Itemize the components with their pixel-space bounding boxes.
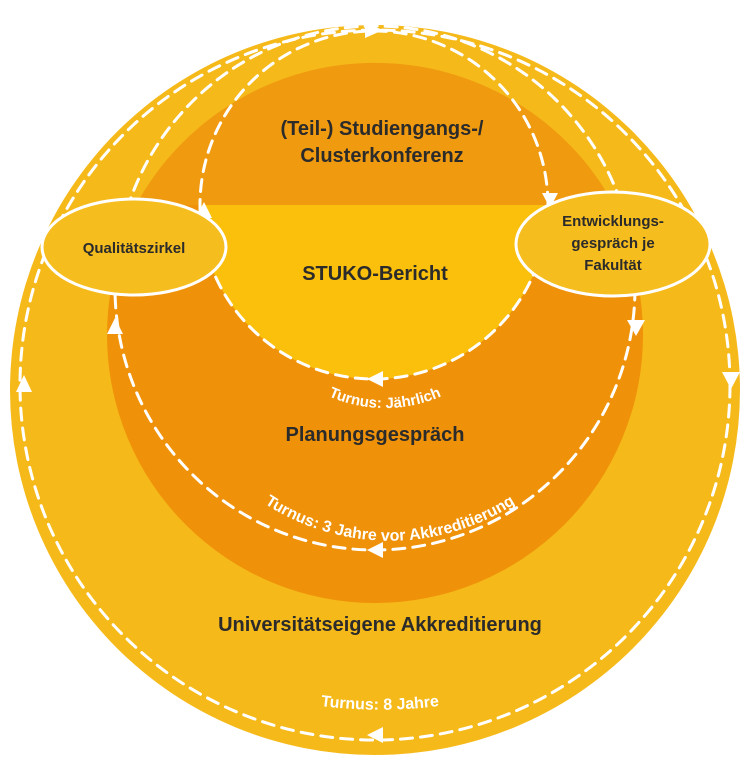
stuko-bericht-title: STUKO-Bericht — [302, 263, 448, 285]
arrow-right-top-icon — [365, 23, 383, 38]
top-section-clusterkonferenz — [136, 62, 614, 205]
arrow-left-inner-icon — [367, 371, 383, 387]
arrow-down-outer-right-icon — [722, 372, 740, 389]
arrow-down-inner-right-icon — [542, 193, 558, 208]
qualitaetszirkel-label: Qualitätszirkel — [83, 240, 186, 257]
planungsgespraech-title: Planungsgespräch — [286, 424, 465, 446]
arrow-left-middle-icon — [367, 542, 383, 558]
turnus-outer-label: Turnus: 8 Jahre — [320, 693, 440, 714]
clusterkonferenz-title-line1: (Teil-) Studiengangs-/ — [281, 118, 484, 140]
arrow-up-middle-left-icon — [107, 318, 123, 334]
entwicklungsgespraech-label-line2: gespräch je — [571, 235, 654, 252]
entwicklungsgespraech-label-line3: Fakultät — [584, 257, 642, 274]
entwicklungsgespraech-label-line1: Entwicklungs- — [562, 213, 664, 230]
arrow-down-middle-right-icon — [627, 320, 645, 336]
inner-area-stuko — [200, 205, 548, 379]
entwicklungsgespraech-oval — [514, 190, 712, 298]
arrow-left-bottom-icon — [367, 727, 383, 743]
arrow-up-outer-left-icon — [16, 375, 32, 392]
akkreditierung-title: Universitätseigene Akkreditierung — [218, 614, 542, 636]
clusterkonferenz-title-line2: Clusterkonferenz — [300, 145, 463, 167]
qualitaetszirkel-oval — [40, 197, 228, 297]
